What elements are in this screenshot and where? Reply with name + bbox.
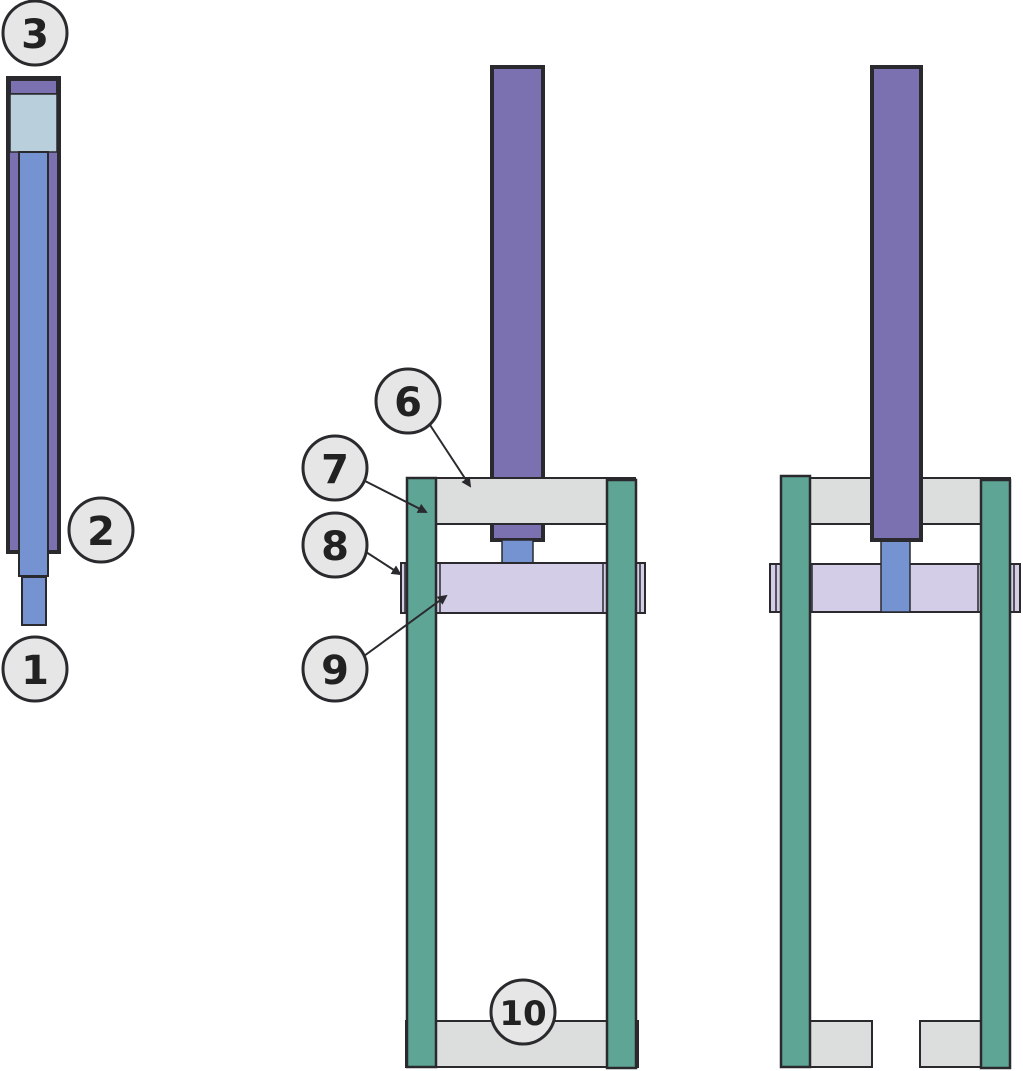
callout-1: 1	[1, 635, 69, 703]
upper-crown-left	[427, 477, 636, 525]
callout-9-circle	[301, 635, 369, 703]
leader-lines	[363, 424, 472, 657]
callout-8-label: 8	[321, 524, 349, 570]
steerer-tube-right	[870, 65, 923, 542]
callout-9: 9	[301, 635, 369, 703]
fork-leg-left-outer	[405, 476, 438, 1069]
damper-rod-segment-left	[501, 539, 534, 565]
callout-1-label: 1	[21, 648, 49, 694]
callout-10-label: 10	[499, 994, 546, 1034]
cartridge-rod-tip	[21, 576, 47, 626]
fork-assembly-right	[769, 65, 1021, 1070]
callout-8: 8	[301, 511, 369, 579]
fork-leg-right-inner	[979, 478, 1012, 1070]
brace-piece-right	[919, 1020, 983, 1068]
leader-6	[429, 424, 472, 488]
brace-piece-left	[807, 1020, 873, 1068]
callout-9-label: 9	[321, 648, 349, 694]
callout-3-circle	[1, 0, 69, 67]
leader-9	[363, 594, 448, 657]
callout-2-circle	[67, 496, 135, 564]
leader-8	[365, 551, 402, 576]
callout-3-label: 3	[21, 12, 49, 58]
callout-10: 10	[489, 978, 557, 1046]
callout-6-circle	[374, 367, 442, 435]
fork-leg-right-outer	[779, 474, 812, 1069]
callout-6: 6	[374, 367, 442, 435]
leader-7	[364, 480, 428, 513]
cartridge-top-cap	[9, 79, 58, 95]
callout-7: 7	[301, 434, 369, 502]
callout-6-label: 6	[394, 380, 422, 426]
callout-10-circle	[489, 978, 557, 1046]
fork-assembly-left	[400, 65, 646, 1070]
callout-2-label: 2	[87, 509, 115, 555]
callout-2: 2	[67, 496, 135, 564]
callout-7-circle	[301, 434, 369, 502]
steerer-tube-left	[490, 65, 545, 542]
cartridge-cap-insert	[9, 93, 58, 153]
callout-3: 3	[1, 0, 69, 67]
callout-8-circle	[301, 511, 369, 579]
cartridge-assembly	[6, 76, 61, 626]
cartridge-inner-rod	[18, 151, 49, 577]
damper-rod-right	[880, 539, 911, 613]
fork-leg-left-inner	[605, 478, 638, 1070]
callout-7-label: 7	[321, 447, 349, 493]
callout-1-circle	[1, 635, 69, 703]
